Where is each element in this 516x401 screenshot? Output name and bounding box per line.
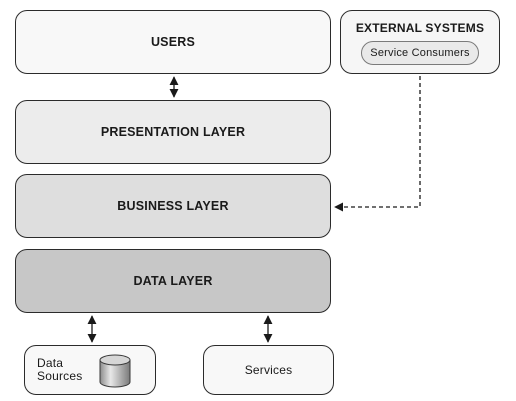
services-label: Services — [244, 363, 293, 377]
data-sources-label-line1: Data — [37, 356, 64, 370]
presentation-layer-label: PRESENTATION LAYER — [100, 125, 246, 139]
external-systems-box: EXTERNAL SYSTEMS Service Consumers — [340, 10, 500, 74]
services-box: Services — [203, 345, 334, 395]
users-label: USERS — [150, 35, 196, 49]
business-layer-label: BUSINESS LAYER — [117, 199, 229, 213]
service-consumers-label: Service Consumers — [370, 47, 470, 59]
data-sources-label: Data Sources — [37, 357, 82, 383]
data-layer-box: DATA LAYER — [15, 249, 331, 313]
database-cylinder-icon — [99, 354, 131, 388]
presentation-layer-box: PRESENTATION LAYER — [15, 100, 331, 164]
external-systems-title: EXTERNAL SYSTEMS — [355, 21, 485, 35]
data-layer-label: DATA LAYER — [133, 274, 213, 288]
data-sources-label-line2: Sources — [37, 369, 83, 383]
service-consumers-pill: Service Consumers — [361, 41, 479, 65]
arrow-external-business — [334, 76, 421, 212]
users-box: USERS — [15, 10, 331, 74]
business-layer-box: BUSINESS LAYER — [15, 174, 331, 238]
data-sources-box: Data Sources — [24, 345, 156, 395]
